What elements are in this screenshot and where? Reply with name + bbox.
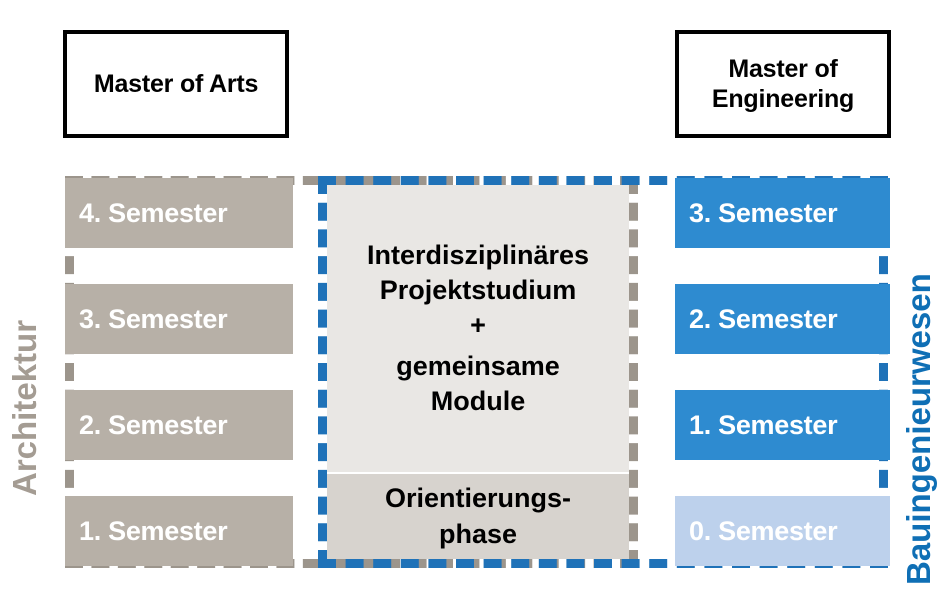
center-section-interdisciplinary-project-study: Interdisziplinäres Projektstudium + geme… — [327, 185, 629, 472]
center-section-orientation-phase: Orientierungs- phase — [327, 474, 629, 559]
center-orientation-line-1: Orientierungs- — [384, 483, 572, 514]
semester-box-left-1: 1. Semester — [65, 496, 293, 566]
degree-box-master-of-engineering: Master of Engineering — [675, 30, 891, 138]
semester-column-bauingenieurwesen: 3. Semester 2. Semester 1. Semester 0. S… — [675, 176, 890, 568]
semester-label: 4. Semester — [79, 197, 228, 228]
degree-label-master-of-arts: Master of Arts — [93, 69, 259, 98]
semester-label: 2. Semester — [79, 409, 228, 440]
semester-box-right-1: 1. Semester — [675, 390, 890, 460]
discipline-label-bauingenieurwesen: Bauingenieurwesen — [900, 273, 937, 585]
semester-box-left-3: 3. Semester — [65, 284, 293, 354]
semester-box-left-2: 2. Semester — [65, 390, 293, 460]
discipline-label-architektur: Architektur — [6, 319, 43, 496]
semester-label: 0. Semester — [689, 515, 838, 546]
semester-label: 1. Semester — [79, 515, 228, 546]
center-orientation-line-2: phase — [438, 518, 518, 549]
degree-label-line-2: Engineering — [711, 85, 855, 113]
center-main-line-2: Projektstudium — [379, 274, 577, 305]
center-main-line-1: Interdisziplinäres — [366, 239, 590, 270]
degree-label-master-of-engineering: Master of Engineering — [712, 54, 854, 115]
semester-box-left-4: 4. Semester — [65, 178, 293, 248]
semester-label: 3. Semester — [79, 303, 228, 334]
semester-column-architektur: 4. Semester 3. Semester 2. Semester 1. S… — [65, 176, 293, 568]
semester-label: 2. Semester — [689, 303, 838, 334]
degree-label-line-1: Master of — [728, 54, 838, 83]
semester-box-right-2: 2. Semester — [675, 284, 890, 354]
semester-label: 3. Semester — [689, 197, 838, 228]
center-main-line-3: + — [470, 309, 486, 340]
center-main-line-5: Module — [430, 386, 526, 417]
semester-label: 1. Semester — [689, 409, 838, 440]
shared-center-panel: Interdisziplinäres Projektstudium + geme… — [327, 185, 629, 559]
semester-box-right-3: 3. Semester — [675, 178, 890, 248]
degree-box-master-of-arts: Master of Arts — [63, 30, 289, 138]
center-main-line-4: gemeinsame — [396, 351, 560, 382]
semester-box-right-0: 0. Semester — [675, 496, 890, 566]
